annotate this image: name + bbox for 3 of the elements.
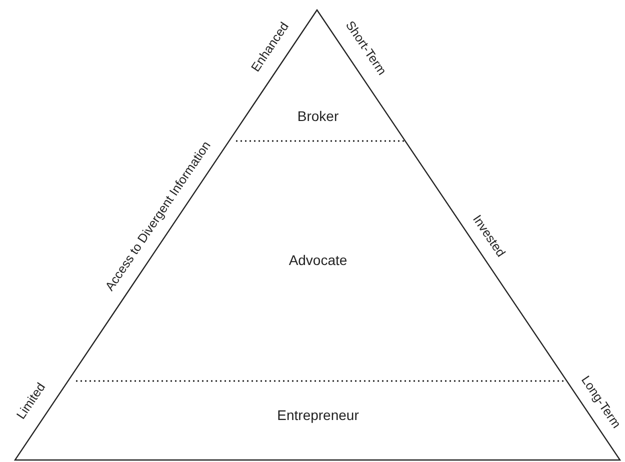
tier-label: Advocate bbox=[288, 252, 348, 268]
tier-label: Entrepreneur bbox=[277, 407, 359, 423]
tier-label: Broker bbox=[297, 108, 339, 124]
